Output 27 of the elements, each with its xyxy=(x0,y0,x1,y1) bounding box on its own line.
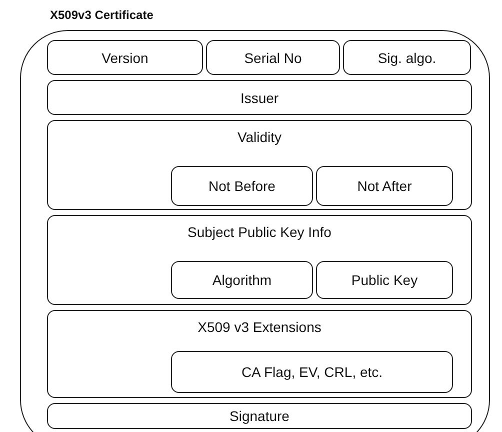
field-box xyxy=(171,351,453,393)
field-label: CA Flag, EV, CRL, etc. xyxy=(240,364,384,380)
field-label: Not After xyxy=(356,178,413,194)
field-label: Validity xyxy=(236,129,283,145)
field-box xyxy=(316,166,453,206)
group-box xyxy=(47,310,472,398)
field-box xyxy=(47,40,203,75)
field-box xyxy=(343,40,471,75)
field-box xyxy=(316,261,453,299)
field-label: Serial No xyxy=(243,50,303,66)
group-box xyxy=(47,120,472,210)
field-label: Signature xyxy=(228,408,290,424)
field-label: Version xyxy=(100,50,150,66)
field-label: Issuer xyxy=(239,90,280,106)
field-box xyxy=(206,40,340,75)
field-label: Subject Public Key Info xyxy=(186,224,332,240)
group-box xyxy=(47,215,472,305)
field-label: X509 v3 Extensions xyxy=(196,319,322,335)
certificate-title: X509v3 Certificate xyxy=(50,8,154,22)
field-box xyxy=(171,261,313,299)
field-label: Sig. algo. xyxy=(376,50,438,66)
field-box xyxy=(171,166,313,206)
field-label: Public Key xyxy=(350,272,419,288)
field-box xyxy=(47,80,472,115)
field-box xyxy=(47,403,472,429)
field-label: Algorithm xyxy=(211,272,273,288)
field-label: Not Before xyxy=(208,178,276,194)
